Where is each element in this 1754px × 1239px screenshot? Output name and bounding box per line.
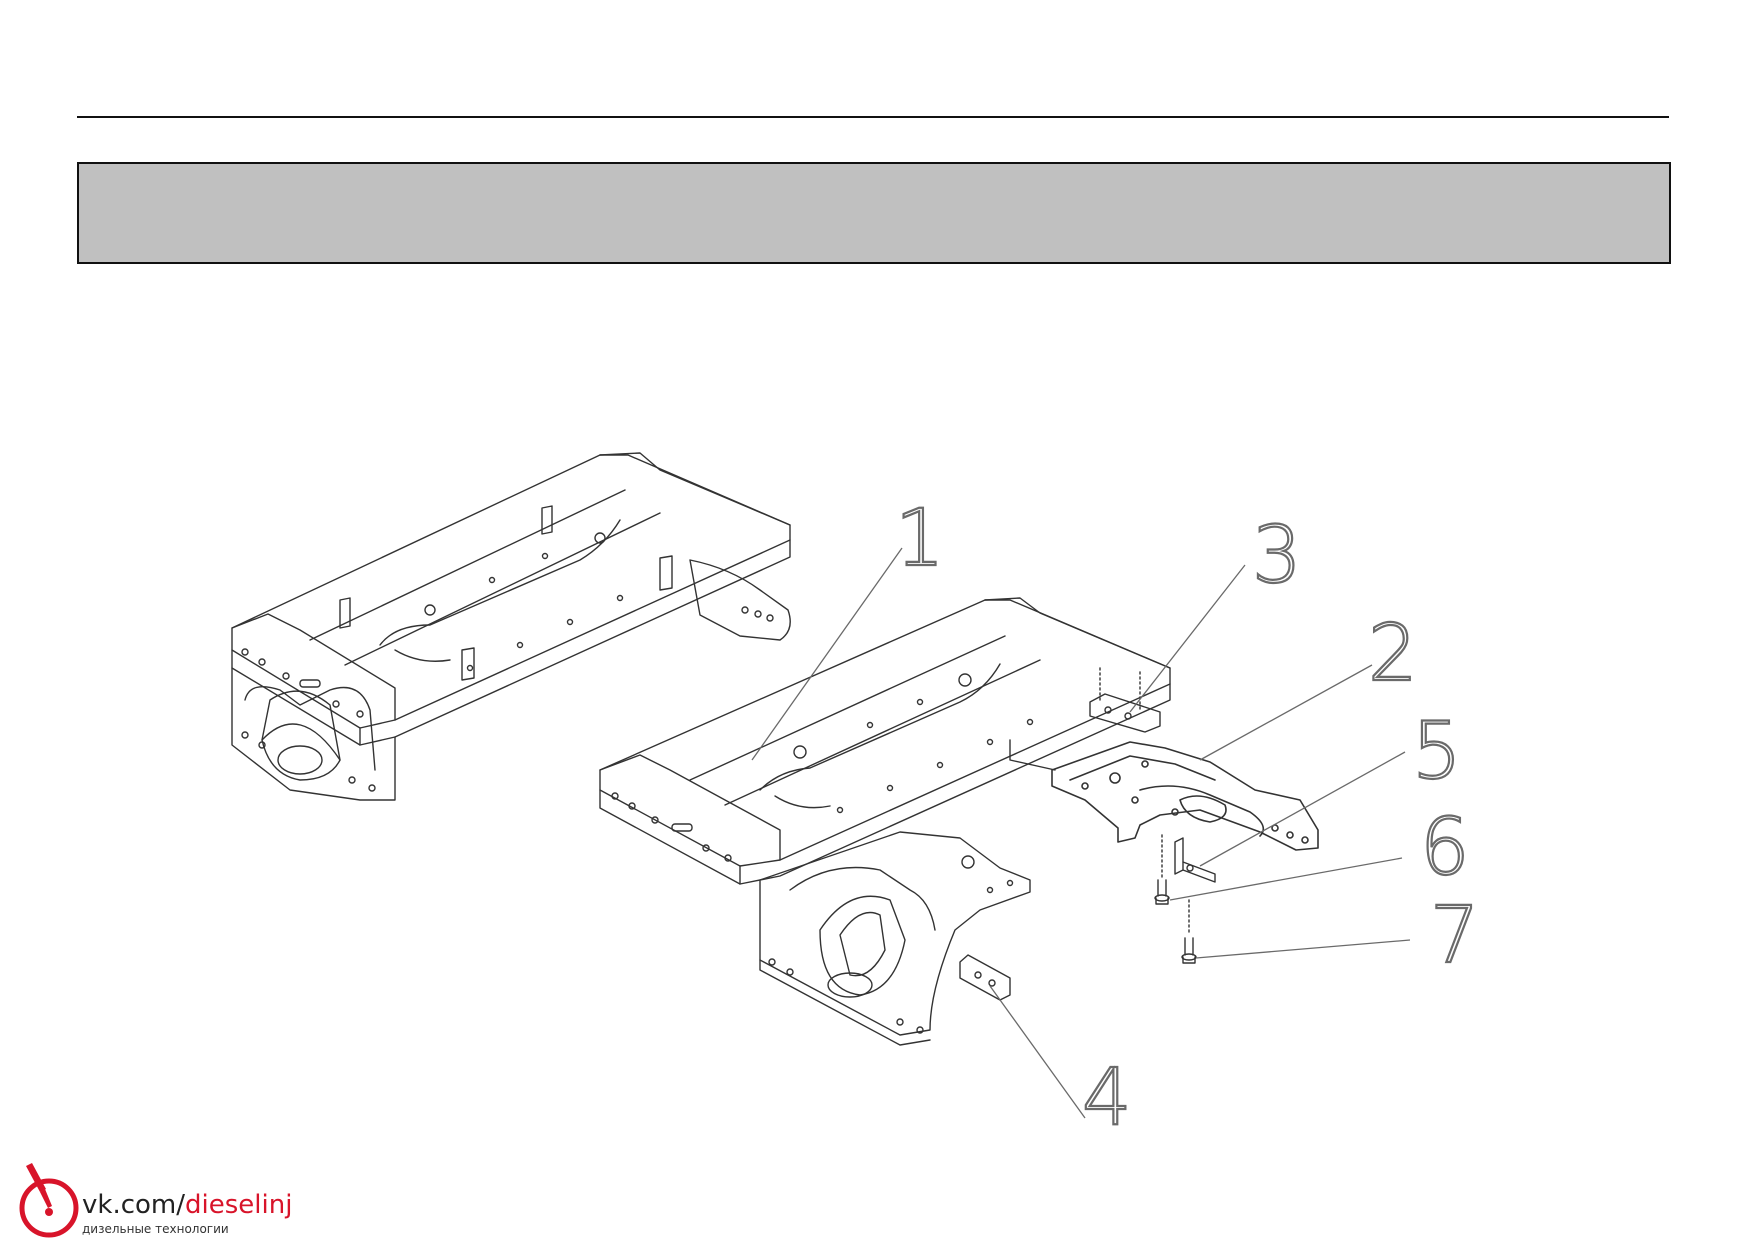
- part-5-bracket: [1161, 834, 1216, 883]
- injector-logo-icon: [19, 1163, 79, 1238]
- callout-numbers: 1 2 3 4 5 6 7: [894, 493, 1481, 1144]
- assembled-frame: [231, 452, 791, 801]
- part-1-crossbeam: [599, 597, 1171, 885]
- header-rule: [77, 116, 1669, 118]
- part-4-front-hanger: [759, 831, 1031, 1046]
- watermark: vk.com/dieselinj дизельные технологии: [18, 1160, 318, 1239]
- callout-6: 6: [1420, 803, 1470, 893]
- watermark-url: vk.com/dieselinj: [82, 1190, 293, 1220]
- part-3-bracket: [1089, 667, 1161, 733]
- callout-7: 7: [1430, 891, 1480, 981]
- callout-5: 5: [1412, 707, 1462, 797]
- title-band: [77, 162, 1671, 264]
- leader-lines: [751, 547, 1411, 1119]
- watermark-tagline: дизельные технологии: [82, 1222, 229, 1236]
- callout-1: 1: [895, 494, 945, 584]
- part-6-bolt: [1154, 879, 1170, 905]
- part-7-bolt: [1181, 899, 1197, 964]
- callout-2: 2: [1368, 609, 1418, 699]
- callout-4: 4: [1082, 1053, 1132, 1143]
- callout-3: 3: [1252, 511, 1302, 601]
- part-2-rear-hanger: [1051, 741, 1319, 851]
